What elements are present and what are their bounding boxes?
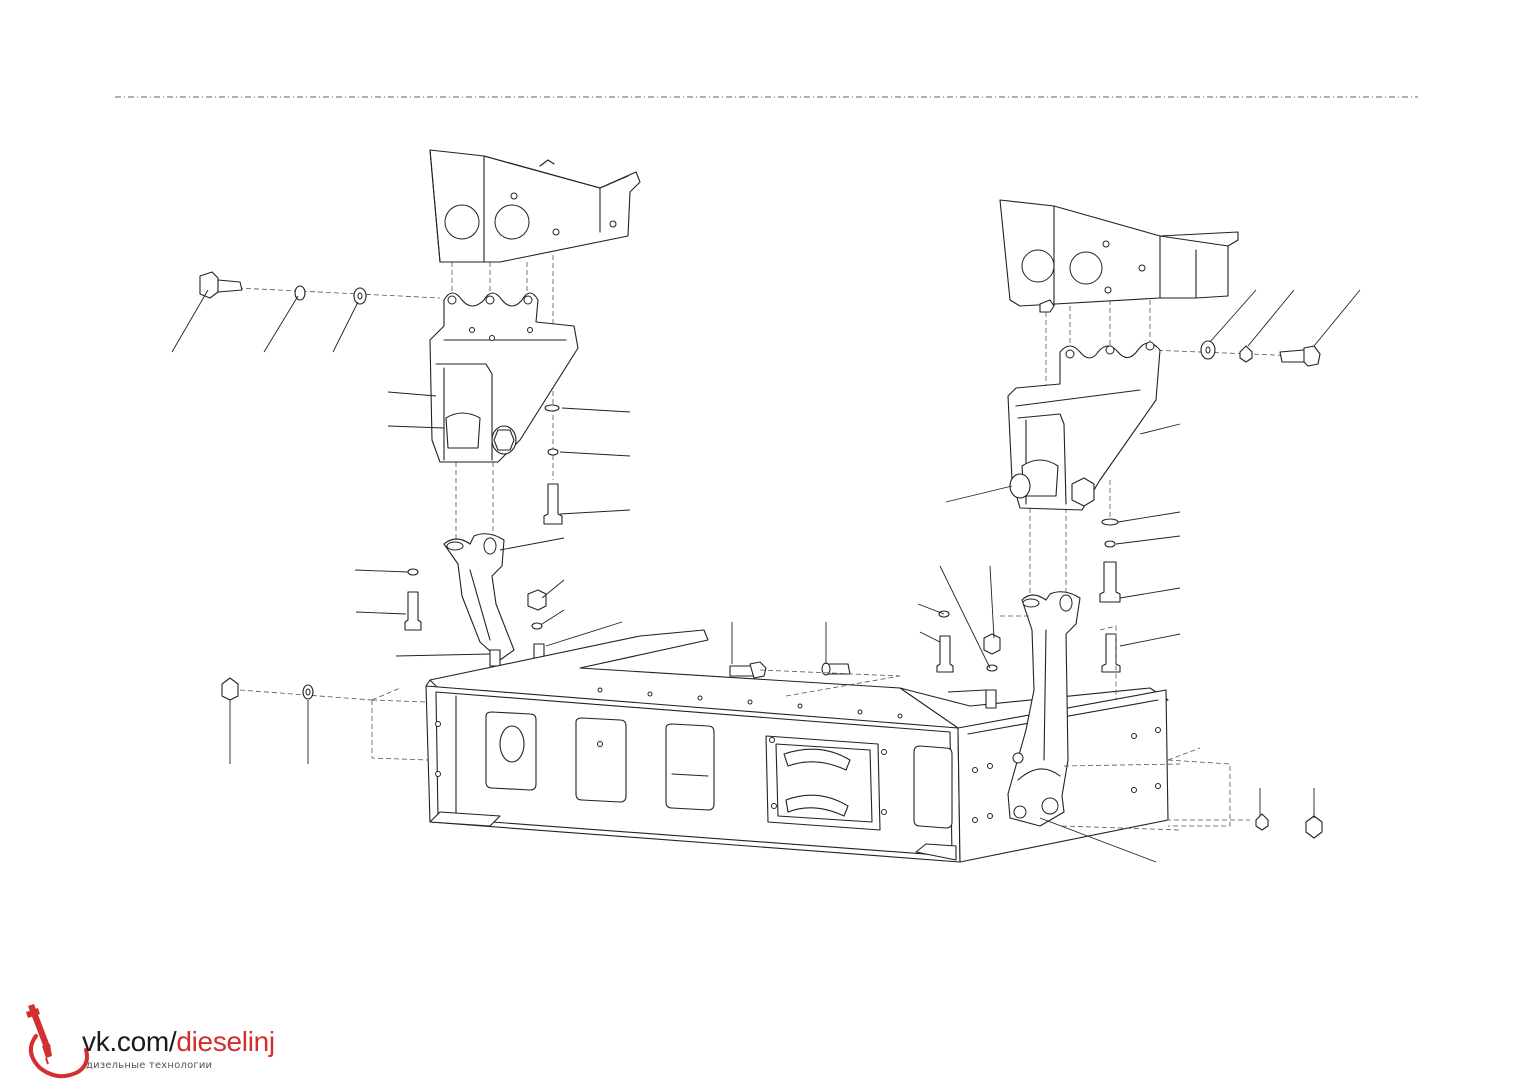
right-lower-hanger xyxy=(1007,591,1081,827)
right-small-bolt xyxy=(936,635,954,673)
logo-prefix: vk.com/ xyxy=(82,1026,177,1057)
left-washer-a xyxy=(544,404,560,412)
logo-text[interactable]: vk.com/dieselinj xyxy=(82,1028,275,1056)
right-phantom-rail xyxy=(1167,747,1231,827)
right-alignment-lines xyxy=(1029,300,1301,596)
callout-leaders xyxy=(171,289,1361,863)
right-bottom-washer xyxy=(1255,813,1269,831)
left-bolt-vertical xyxy=(543,483,563,525)
right-lower-bolt xyxy=(1101,633,1121,673)
center-bolt-a xyxy=(729,661,767,679)
right-washer-b xyxy=(1104,540,1116,548)
logo-name: dieselinj xyxy=(176,1026,275,1057)
main-crossmember xyxy=(425,629,1169,863)
right-washer-a xyxy=(1101,518,1119,526)
right-nut xyxy=(983,633,1001,655)
right-bolt-vertical xyxy=(1099,561,1121,603)
right-top-bolt xyxy=(1279,345,1321,367)
injector-icon xyxy=(26,1004,89,1079)
left-hanger-bracket xyxy=(429,292,579,463)
right-top-spring-washer xyxy=(1239,345,1253,363)
left-lower-washer xyxy=(407,568,419,576)
left-lower-bolt xyxy=(404,591,422,631)
left-nut xyxy=(527,589,547,611)
left-bottom-nut xyxy=(221,677,239,701)
right-bottom-nut xyxy=(1305,815,1323,839)
left-nut-washer xyxy=(531,622,543,630)
left-lower-hanger xyxy=(443,533,515,661)
right-frame-rail xyxy=(999,199,1239,313)
left-washer-b xyxy=(547,448,559,456)
left-frame-rail xyxy=(429,149,641,263)
right-hanger-bracket xyxy=(1007,341,1161,511)
logo-subtitle: дизельные технологии xyxy=(86,1060,213,1071)
left-top-bolt xyxy=(199,271,243,299)
left-phantom-rail xyxy=(371,687,429,761)
